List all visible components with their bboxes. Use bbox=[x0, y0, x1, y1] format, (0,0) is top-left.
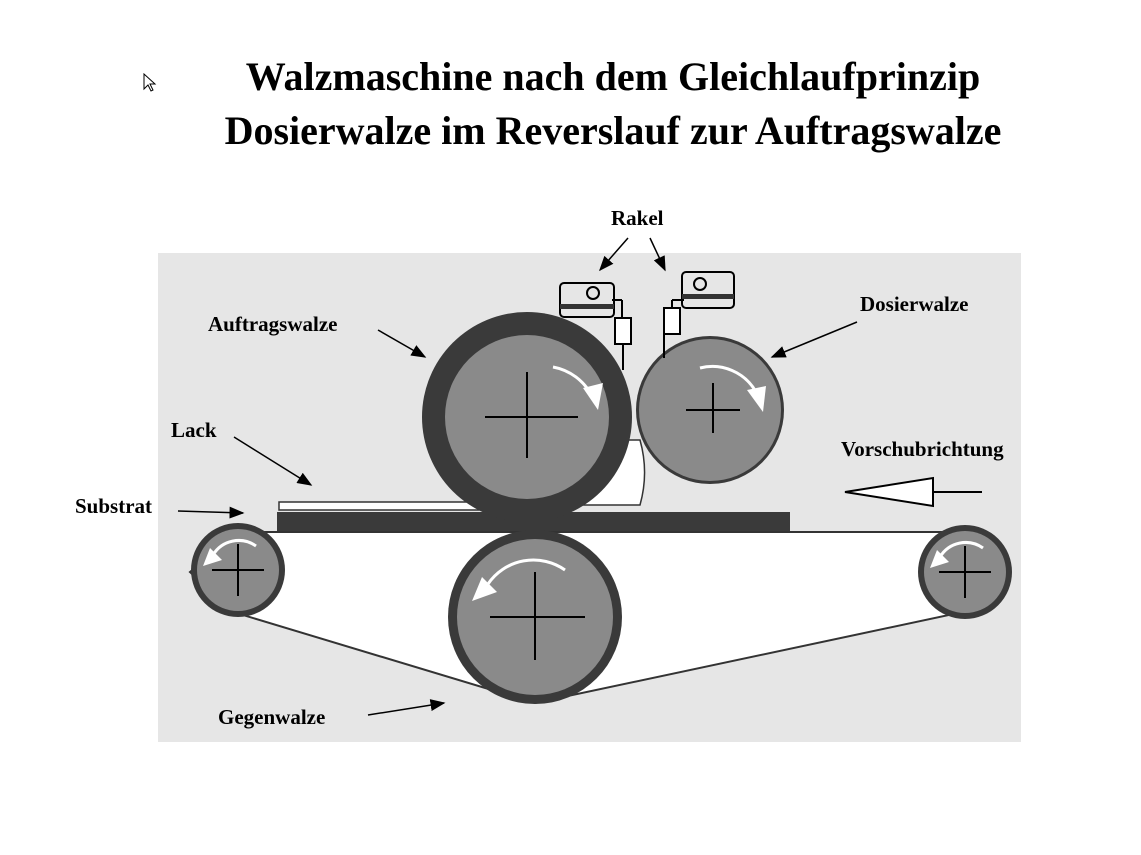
doctor-blade-right bbox=[663, 271, 735, 358]
label-lack: Lack bbox=[171, 418, 217, 442]
label-dosierwalze: Dosierwalze bbox=[860, 292, 968, 316]
slide-title: Walzmaschine nach dem Gleichlaufprinzip … bbox=[120, 50, 1106, 158]
title-line-1: Walzmaschine nach dem Gleichlaufprinzip bbox=[245, 54, 981, 99]
mouse-cursor-icon bbox=[143, 73, 157, 92]
label-gegenwalze: Gegenwalze bbox=[218, 705, 325, 729]
doctor-blade-left bbox=[559, 282, 632, 370]
lacquer-layer bbox=[278, 501, 480, 511]
application-roller bbox=[422, 312, 646, 522]
label-substrat: Substrat bbox=[75, 494, 152, 518]
feed-direction-arrow bbox=[844, 476, 982, 508]
label-auftragswalze: Auftragswalze bbox=[208, 312, 337, 336]
counter-roller bbox=[448, 530, 622, 704]
label-vorschubrichtung: Vorschubrichtung bbox=[841, 437, 1004, 461]
leader-arrows bbox=[177, 237, 858, 716]
label-rakel: Rakel bbox=[611, 206, 664, 230]
title-line-2: Dosierwalze im Reverslauf zur Auftragswa… bbox=[224, 108, 1002, 153]
dosing-roller bbox=[636, 336, 784, 484]
right-belt-roller bbox=[918, 525, 1012, 619]
left-belt-roller bbox=[191, 523, 285, 617]
